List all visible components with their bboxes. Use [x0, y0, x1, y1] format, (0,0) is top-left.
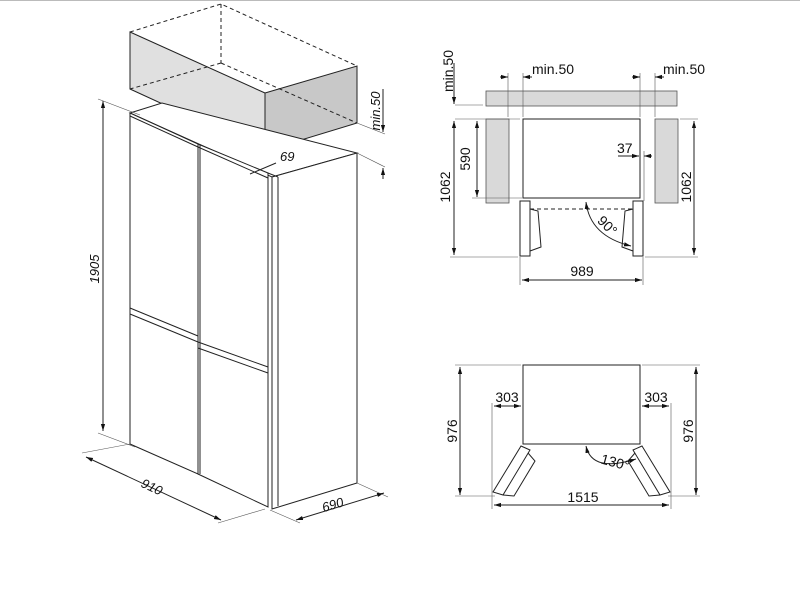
depth-left-label: 1062	[437, 171, 453, 202]
right-clearance-label: min.50	[663, 61, 705, 77]
top-view-130: 130° 976 976 303 303 1515	[444, 364, 700, 509]
isometric-view: 1905 910 690 69 min.50	[81, 3, 389, 524]
door-left-width-label: 303	[495, 389, 519, 405]
hinge-offset-label: 37	[617, 140, 633, 156]
door-offset-label: 69	[280, 149, 294, 164]
right-door-open	[632, 445, 671, 496]
top-view-90: 90° min.50 min.50 min.50 590 1062 1062	[437, 50, 705, 285]
depth-right-label: 1062	[678, 171, 694, 202]
height-label: 1905	[87, 254, 102, 284]
left-door	[519, 200, 531, 257]
fridge-outline-130	[522, 364, 641, 445]
width-dimension-line	[85, 456, 222, 521]
depth-right-130-label: 976	[680, 419, 696, 443]
right-cabinet	[654, 118, 679, 204]
depth-dimension-line	[295, 492, 385, 521]
total-width-90-label: 989	[570, 263, 594, 279]
door-angle-90-label: 90°	[594, 212, 620, 238]
right-door	[632, 200, 644, 257]
top-clearance-label: min.50	[368, 91, 383, 131]
total-width-130-label: 1515	[567, 489, 598, 505]
fridge-outline	[522, 118, 641, 199]
door-offset-line	[249, 162, 277, 175]
left-door-open	[492, 445, 531, 496]
door-angle-130-label: 130°	[599, 451, 631, 474]
width-label: 910	[139, 476, 166, 499]
left-cabinet	[485, 118, 510, 204]
rear-wall	[485, 90, 678, 107]
rear-clearance-label: min.50	[440, 50, 456, 92]
door-right-width-label: 303	[644, 389, 668, 405]
fridge-body	[128, 102, 359, 510]
depth-left-130-label: 976	[444, 419, 460, 443]
depth-label: 690	[320, 494, 346, 515]
cabinet-depth-label: 590	[457, 147, 473, 171]
left-clearance-label: min.50	[532, 61, 574, 77]
